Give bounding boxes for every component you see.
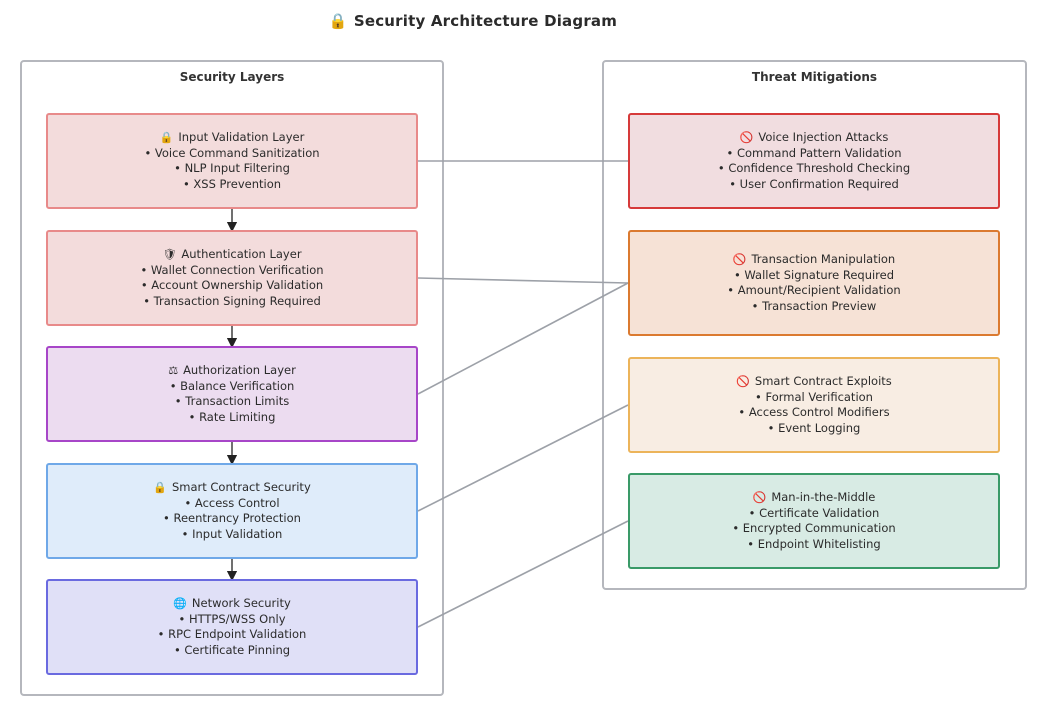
layers-box-item: Transaction Signing Required (143, 294, 321, 310)
prohibited-icon: 🚫 (752, 491, 767, 504)
threats-box-item: Wallet Signature Required (734, 268, 894, 284)
threats-box-title: Smart Contract Exploits (754, 374, 892, 388)
layers-box-item: Input Validation (182, 527, 282, 543)
layers-box-title: Network Security (191, 596, 291, 610)
threats-box-title: Man-in-the-Middle (771, 490, 876, 504)
diagram-title: 🔒 Security Architecture Diagram (0, 12, 946, 30)
layers-box-item: Rate Limiting (189, 410, 275, 426)
layers-box-item: Reentrancy Protection (163, 511, 301, 527)
threats-box-title: Transaction Manipulation (751, 252, 896, 266)
prohibited-icon: 🚫 (732, 253, 747, 266)
layers-box-item: Balance Verification (170, 379, 294, 395)
layers-box-title: Authorization Layer (183, 363, 296, 377)
shield-icon: 🛡 (162, 248, 177, 261)
threat-mitigations-label: Threat Mitigations (751, 70, 878, 84)
threats-box-man-in-the-middle: 🚫 Man-in-the-MiddleCertificate Validation… (628, 473, 1000, 569)
prohibited-icon: 🚫 (736, 375, 750, 388)
layers-box-authorization-layer: ⚖ Authorization LayerBalance Verification… (46, 346, 418, 442)
threats-box-item: User Confirmation Required (729, 177, 899, 193)
balance-icon: ⚖ (168, 364, 179, 377)
threats-box-heading: 🚫 Man-in-the-Middle (753, 490, 876, 506)
threats-box-transaction-manipulation: 🚫 Transaction ManipulationWallet Signatur… (628, 230, 1000, 336)
prohibited-icon: 🚫 (739, 131, 754, 144)
mitigation-link (417, 277, 629, 284)
lock-icon: 🔒 (159, 131, 174, 144)
threats-box-item: Encrypted Communication (732, 521, 896, 537)
layers-box-item: Wallet Connection Verification (140, 263, 324, 279)
layers-box-title: Input Validation Layer (178, 130, 305, 144)
lock-icon: 🔒 (328, 12, 348, 30)
layers-box-item: Account Ownership Validation (141, 278, 323, 294)
threats-box-item: Transaction Preview (752, 299, 876, 315)
threats-box-heading: 🚫 Transaction Manipulation (733, 252, 895, 268)
layers-box-heading: 🔒 Smart Contract Security (153, 480, 311, 496)
layers-box-item: Access Control (184, 496, 280, 512)
layers-box-input-validation-layer: 🔒 Input Validation LayerVoice Command San… (46, 113, 418, 209)
threats-box-smart-contract-exploits: 🚫 Smart Contract ExploitsFormal Verificat… (628, 357, 1000, 453)
threats-box-heading: 🚫 Smart Contract Exploits (736, 374, 892, 390)
layers-box-item: XSS Prevention (183, 177, 281, 193)
layers-box-heading: 🔒 Input Validation Layer (160, 130, 305, 146)
threats-box-item: Access Control Modifiers (738, 405, 890, 421)
threats-box-title: Voice Injection Attacks (758, 130, 889, 144)
threats-box-item: Endpoint Whitelisting (747, 537, 881, 553)
lock-icon: 🔒 (153, 481, 167, 494)
layers-box-title: Smart Contract Security (171, 480, 311, 494)
layers-box-heading: 🌐 Network Security (173, 596, 291, 612)
diagram-title-text: Security Architecture Diagram (353, 12, 618, 30)
layers-box-item: Voice Command Sanitization (144, 146, 320, 162)
layers-box-item: Transaction Limits (175, 394, 289, 410)
mitigation-link (417, 282, 629, 395)
mitigation-link (417, 404, 629, 512)
threats-box-voice-injection-attacks: 🚫 Voice Injection AttacksCommand Pattern … (628, 113, 1000, 209)
threats-box-item: Amount/Recipient Validation (727, 283, 901, 299)
layers-box-title: Authentication Layer (181, 247, 302, 261)
layers-box-item: RPC Endpoint Validation (158, 627, 306, 643)
threats-box-item: Event Logging (768, 421, 860, 437)
security-layers-label: Security Layers (179, 70, 285, 84)
layers-box-item: NLP Input Filtering (174, 161, 290, 177)
threats-box-heading: 🚫 Voice Injection Attacks (740, 130, 889, 146)
layers-box-heading: ⚖ Authorization Layer (168, 363, 296, 379)
layers-box-network-security: 🌐 Network SecurityHTTPS/WSS OnlyRPC Endpo… (46, 579, 418, 675)
layers-box-authentication-layer: 🛡 Authentication LayerWallet Connection V… (46, 230, 418, 326)
globe-icon: 🌐 (173, 597, 187, 610)
threats-box-item: Formal Verification (755, 390, 872, 406)
threats-box-item: Certificate Validation (749, 506, 879, 522)
mitigation-link (417, 520, 629, 628)
layers-box-item: Certificate Pinning (174, 643, 290, 659)
threats-box-item: Confidence Threshold Checking (718, 161, 910, 177)
layers-box-smart-contract-security: 🔒 Smart Contract SecurityAccess ControlRe… (46, 463, 418, 559)
layers-box-heading: 🛡 Authentication Layer (162, 247, 301, 263)
threats-box-item: Command Pattern Validation (726, 146, 902, 162)
layers-box-item: HTTPS/WSS Only (178, 612, 286, 628)
